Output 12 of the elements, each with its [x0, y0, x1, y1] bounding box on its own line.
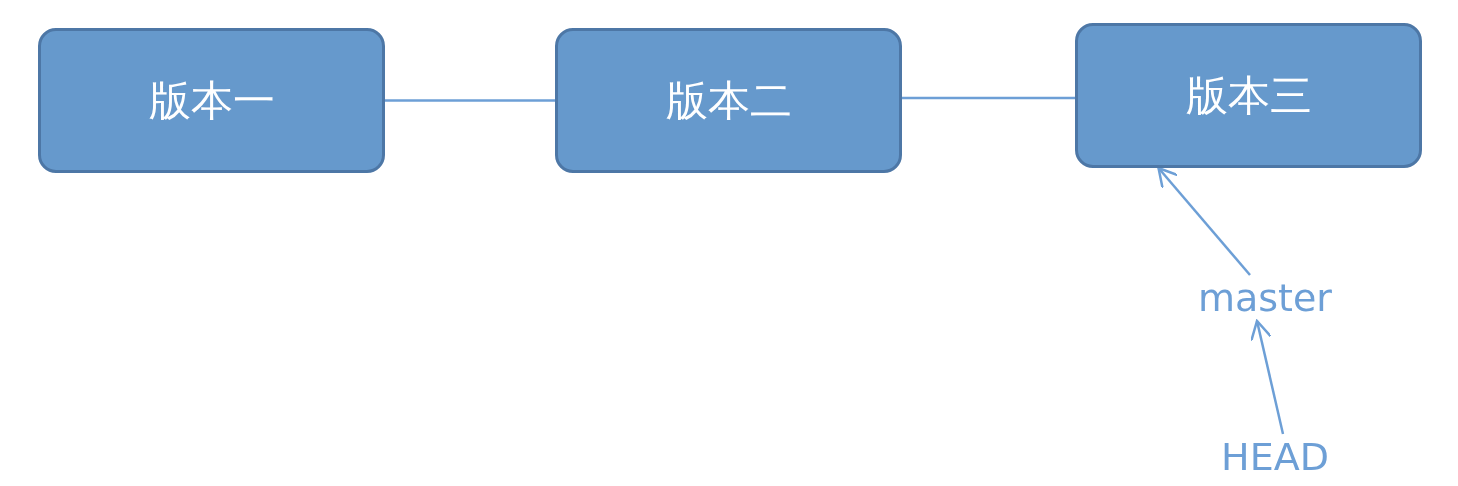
node-text: master: [1198, 276, 1332, 320]
connector-line: [385, 99, 555, 102]
version-box: [38, 28, 385, 173]
version-box: [555, 28, 902, 173]
version-box: [1075, 23, 1422, 168]
arrow: [1250, 319, 1285, 435]
node-text: 版本一: [148, 74, 275, 127]
node-text: 版本三: [1185, 69, 1312, 122]
connector-line: [902, 96, 1075, 100]
arrow: [1157, 166, 1251, 276]
node-text: HEAD: [1221, 435, 1329, 479]
node-text: 版本二: [665, 74, 792, 127]
